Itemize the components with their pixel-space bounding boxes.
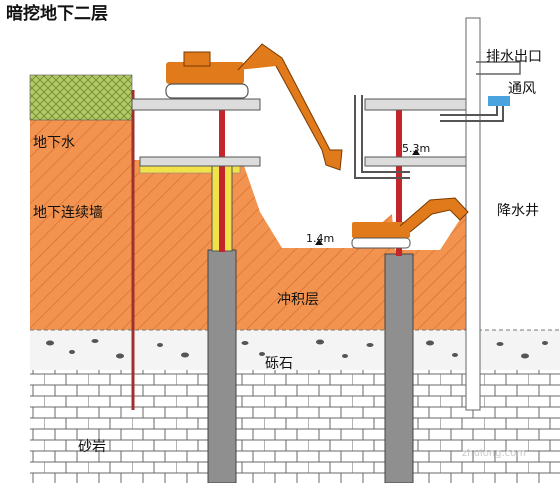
excavator-bottom xyxy=(351,197,469,249)
alluvium-label: 冲积层 xyxy=(277,292,319,308)
slab-top-left xyxy=(131,98,261,111)
slab-mid-right xyxy=(364,156,471,167)
diaphragm-wall-label: 地下连续墙 xyxy=(33,205,103,221)
excavator-top xyxy=(165,43,343,171)
slab-mid-left xyxy=(139,156,261,167)
upper-depth-label: 5.3m xyxy=(402,142,431,155)
dewatering-well-label: 降水井 xyxy=(497,203,539,219)
column-left xyxy=(219,100,225,252)
dim-marker-upper xyxy=(412,149,420,155)
vent-pipe-inner xyxy=(440,100,504,122)
drain-outlet-label: 排水出口 xyxy=(486,49,542,65)
sandstone-label: 砂岩 xyxy=(78,439,106,455)
diagram-title: 暗挖地下二层 xyxy=(6,4,108,24)
surface-fill xyxy=(29,74,133,121)
vent-opening xyxy=(488,96,510,106)
drain-pipe-inner xyxy=(361,95,410,173)
drain-outlet-pipe xyxy=(476,61,521,75)
groundwater-label: 地下水 xyxy=(33,135,75,151)
pile-right xyxy=(384,253,414,483)
ventilation-label: 通风 xyxy=(508,81,536,97)
gravel-label: 砾石 xyxy=(265,356,293,372)
drain-pipe xyxy=(354,95,410,179)
gravel-stones xyxy=(46,339,548,359)
watermark: zhulong.com xyxy=(462,448,527,459)
dewatering-pipe xyxy=(465,17,481,411)
pile-left xyxy=(207,249,237,483)
slab-top-right xyxy=(364,98,476,111)
dim-marker-lower xyxy=(315,239,323,245)
lower-depth-label: 1.4m xyxy=(306,232,335,245)
